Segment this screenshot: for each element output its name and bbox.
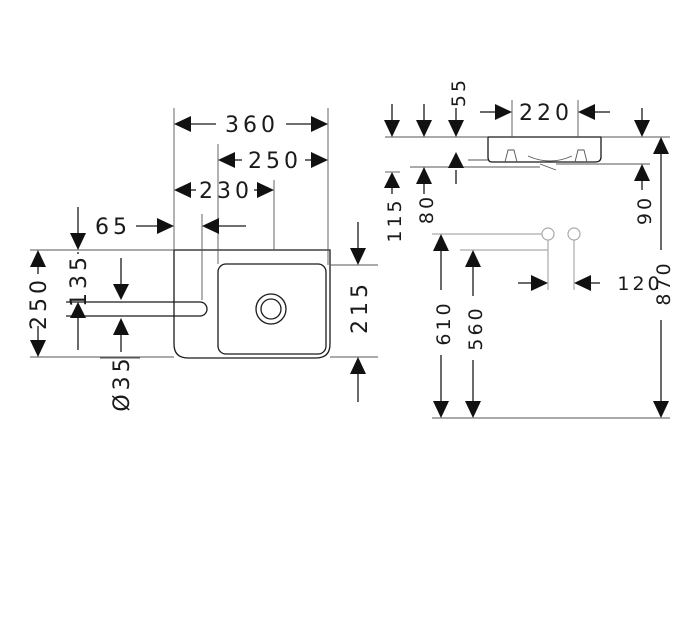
dim-left-offset: 65 <box>95 215 131 240</box>
dim-rail-offset: 135 <box>67 253 92 307</box>
dim-rim-height: 55 <box>448 77 470 107</box>
dim-width-total: 360 <box>225 113 279 138</box>
dim-basin-offset: 230 <box>199 179 253 204</box>
dim-drop-90: 90 <box>634 195 656 225</box>
dim-depth-total: 250 <box>27 276 52 330</box>
drain-outer-ring <box>255 293 287 325</box>
dim-rail-diameter: Ø35 <box>110 354 135 411</box>
top-view: 360 250 230 65 250 135 <box>27 108 378 412</box>
side-view: 220 55 115 80 90 870 <box>384 77 675 419</box>
dim-drop-115: 115 <box>384 197 406 242</box>
dim-basin-depth: 215 <box>348 280 373 334</box>
dim-height-870: 870 <box>653 260 675 305</box>
dim-height-560: 560 <box>465 305 487 350</box>
dim-basin-width: 250 <box>248 149 302 174</box>
basin-inner-bowl <box>217 263 327 355</box>
towel-rail <box>66 301 208 317</box>
dim-height-610: 610 <box>433 300 455 345</box>
basin-outer-outline <box>173 249 331 359</box>
drain-inner-ring <box>260 298 282 320</box>
dim-drop-80: 80 <box>416 194 438 224</box>
dim-side-width: 220 <box>519 101 573 126</box>
valve-right <box>567 227 581 241</box>
valve-left <box>541 227 555 241</box>
dim-valve-spacing: 120 <box>617 273 662 295</box>
basin-side-profile <box>487 136 602 163</box>
